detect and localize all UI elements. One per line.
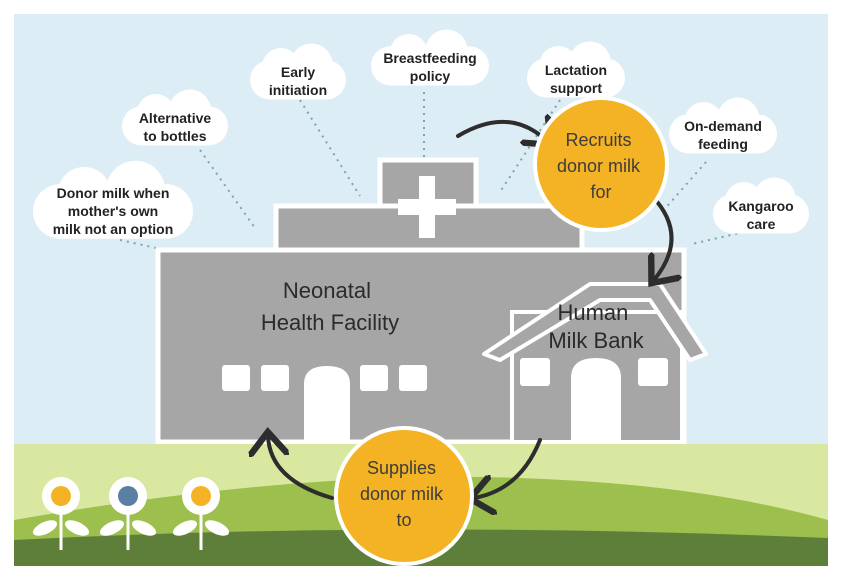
arrow-recruits-to-bank xyxy=(652,194,672,280)
cloud-label-line: policy xyxy=(410,68,451,84)
flower-leaf xyxy=(131,520,157,536)
cloud-shape xyxy=(713,177,809,234)
connector-early xyxy=(299,99,361,197)
supplies-label-line: Supplies xyxy=(367,458,436,478)
cloud-lactation: Lactation support xyxy=(527,41,625,98)
cycle-arrows xyxy=(268,122,672,498)
arrow-bank-to-supplies xyxy=(474,438,542,498)
flower-icon xyxy=(32,477,90,550)
cloud-alt-bottles: Alternative to bottles xyxy=(122,89,228,146)
window xyxy=(638,358,668,386)
cloud-shape xyxy=(669,97,777,154)
cloud-label: Alternative to bottles xyxy=(139,110,212,144)
flower-center xyxy=(118,486,138,506)
cloud-label: Lactation support xyxy=(545,62,607,96)
milk-bank-building: Human Milk Bank xyxy=(482,282,708,444)
connector-lactation xyxy=(499,99,561,193)
cloud-label: Donor milk when mother's own milk not an o… xyxy=(53,185,174,237)
cloud-donor-milk: Donor milk when mother's own milk not an o… xyxy=(33,160,193,239)
cloud-label-line: initiation xyxy=(269,82,327,98)
cloud-label: Kangaroo care xyxy=(728,198,793,232)
flower-center xyxy=(191,486,211,506)
connector-alt-bottles xyxy=(199,149,256,229)
cloud-label: Breastfeeding policy xyxy=(383,50,476,84)
milk-bank-roof xyxy=(482,282,708,362)
cloud-label-line: care xyxy=(747,216,776,232)
facility-door xyxy=(304,366,350,442)
milk-bank-door xyxy=(571,358,621,442)
flower-leaf xyxy=(64,520,90,536)
cloud-shape xyxy=(527,41,625,98)
arrow-supplies-to-facility xyxy=(268,436,334,500)
cloud-bf-policy: Breastfeeding policy xyxy=(371,29,489,86)
cross-icon xyxy=(398,176,456,238)
cloud-on-demand: On-demand feeding xyxy=(669,97,777,154)
cloud-label-line: Kangaroo xyxy=(728,198,793,214)
flower-icon xyxy=(99,477,157,550)
facility-windows xyxy=(222,365,427,391)
window xyxy=(520,358,550,386)
cloud-shape xyxy=(250,43,346,100)
window xyxy=(399,365,427,391)
milk-bank-label-line: Human xyxy=(557,300,628,325)
milk-bank-label: Human Milk Bank xyxy=(548,300,644,353)
milk-bank-label-line: Milk Bank xyxy=(548,328,644,353)
cloud-label-line: mother's own xyxy=(68,203,158,219)
supplies-label-line: to xyxy=(396,510,411,530)
cloud-label-line: feeding xyxy=(698,136,748,152)
window xyxy=(222,365,250,391)
cloud-label: Early initiation xyxy=(269,64,327,98)
flower-icon xyxy=(172,477,230,550)
supplies-circle-shape xyxy=(334,426,474,566)
connector-donor-milk xyxy=(119,239,166,251)
clouds: Donor milk when mother's own milk not an o… xyxy=(33,29,809,239)
cloud-shape xyxy=(122,89,228,146)
cloud-label-line: Early xyxy=(281,64,315,80)
recruits-circle-shape xyxy=(533,96,669,232)
supplies-label: Supplies donor milk to xyxy=(360,458,448,530)
flower-leaf xyxy=(204,520,230,536)
cloud-label-line: to bottles xyxy=(144,128,207,144)
cloud-early-initiation: Early initiation xyxy=(250,43,346,100)
window xyxy=(360,365,388,391)
recruits-label-line: donor milk xyxy=(557,156,641,176)
cloud-label-line: Lactation xyxy=(545,62,607,78)
window xyxy=(261,365,289,391)
recruits-label-line: for xyxy=(590,182,611,202)
cloud-label-line: Donor milk when xyxy=(57,185,170,201)
recruits-circle: Recruits donor milk for xyxy=(533,96,669,232)
cloud-shape xyxy=(371,29,489,86)
flower-leaf xyxy=(99,520,125,536)
facility-label-line: Health Facility xyxy=(261,310,399,335)
cloud-label-line: support xyxy=(550,80,602,96)
flowers xyxy=(32,477,230,550)
cloud-kangaroo: Kangaroo care xyxy=(713,177,809,234)
cloud-label-line: Alternative xyxy=(139,110,212,126)
connector-kangaroo xyxy=(691,231,745,245)
cloud-label-line: milk not an option xyxy=(53,221,174,237)
supplies-label-line: donor milk xyxy=(360,484,444,504)
flower-leaf xyxy=(172,520,198,536)
cloud-label: On-demand feeding xyxy=(684,118,762,152)
cloud-label-line: Breastfeeding xyxy=(383,50,476,66)
recruits-label: Recruits donor milk for xyxy=(557,130,645,202)
cloud-shape xyxy=(33,160,193,239)
flower-leaf xyxy=(32,520,58,536)
connector-lines xyxy=(119,92,745,251)
supplies-circle: Supplies donor milk to xyxy=(334,426,474,566)
recruits-label-line: Recruits xyxy=(565,130,631,150)
flower-center xyxy=(51,486,71,506)
cloud-label-line: On-demand xyxy=(684,118,762,134)
facility-label: Neonatal Health Facility xyxy=(261,278,399,335)
facility-label-line: Neonatal xyxy=(283,278,371,303)
